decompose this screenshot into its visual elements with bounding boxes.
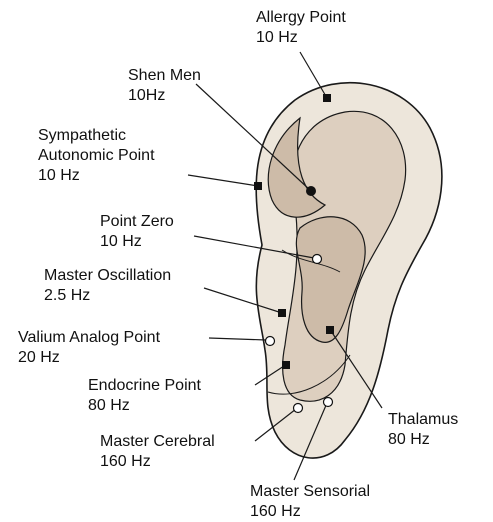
thalamus-name: Thalamus xyxy=(388,410,458,430)
marker-valium xyxy=(266,337,275,346)
marker-sympathetic xyxy=(254,182,262,190)
master-cerebral-name: Master Cerebral xyxy=(100,432,215,452)
endocrine-name: Endocrine Point xyxy=(88,376,201,396)
label-shen-men: Shen Men 10Hz xyxy=(128,66,201,106)
master-oscillation-freq: 2.5 Hz xyxy=(44,286,171,306)
master-sensorial-freq: 160 Hz xyxy=(250,502,370,522)
marker-master-oscillation xyxy=(278,309,286,317)
marker-thalamus xyxy=(326,326,334,334)
sympathetic-freq: 10 Hz xyxy=(38,166,155,186)
leader-valium xyxy=(209,338,266,340)
marker-master-cerebral xyxy=(294,404,303,413)
shen-men-freq: 10Hz xyxy=(128,86,201,106)
allergy-name: Allergy Point xyxy=(256,8,346,28)
shen-men-name: Shen Men xyxy=(128,66,201,86)
label-endocrine: Endocrine Point 80 Hz xyxy=(88,376,201,416)
sympathetic-name-line2: Autonomic Point xyxy=(38,146,155,166)
thalamus-freq: 80 Hz xyxy=(388,430,458,450)
label-thalamus: Thalamus 80 Hz xyxy=(388,410,458,450)
master-sensorial-name: Master Sensorial xyxy=(250,482,370,502)
marker-master-sensorial xyxy=(324,398,333,407)
marker-shen-men xyxy=(306,186,316,196)
label-valium-analog: Valium Analog Point 20 Hz xyxy=(18,328,160,368)
master-oscillation-name: Master Oscillation xyxy=(44,266,171,286)
label-sympathetic: Sympathetic Autonomic Point 10 Hz xyxy=(38,126,155,186)
label-allergy-point: Allergy Point 10 Hz xyxy=(256,8,346,48)
marker-endocrine xyxy=(282,361,290,369)
point-zero-name: Point Zero xyxy=(100,212,174,232)
marker-allergy xyxy=(323,94,331,102)
label-master-cerebral: Master Cerebral 160 Hz xyxy=(100,432,215,472)
point-zero-freq: 10 Hz xyxy=(100,232,174,252)
master-cerebral-freq: 160 Hz xyxy=(100,452,215,472)
endocrine-freq: 80 Hz xyxy=(88,396,201,416)
valium-freq: 20 Hz xyxy=(18,348,160,368)
marker-point-zero xyxy=(313,255,322,264)
label-master-oscillation: Master Oscillation 2.5 Hz xyxy=(44,266,171,306)
valium-name: Valium Analog Point xyxy=(18,328,160,348)
sympathetic-name-line1: Sympathetic xyxy=(38,126,155,146)
label-master-sensorial: Master Sensorial 160 Hz xyxy=(250,482,370,522)
allergy-freq: 10 Hz xyxy=(256,28,346,48)
label-point-zero: Point Zero 10 Hz xyxy=(100,212,174,252)
leader-sympathetic xyxy=(188,175,258,186)
